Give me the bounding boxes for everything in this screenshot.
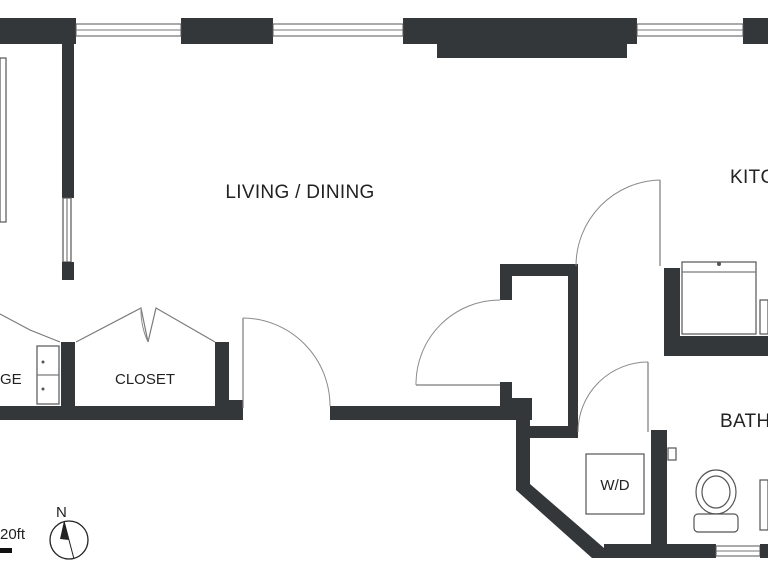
- closet-bifold-door: [75, 307, 216, 343]
- north-label: N: [56, 504, 67, 521]
- storage-shelves: [36, 345, 60, 405]
- wd-door: [577, 361, 649, 433]
- partition-wall-left: [0, 38, 74, 280]
- vanity: [667, 447, 768, 531]
- scale-label: 20ft: [0, 526, 26, 543]
- entry-door: [242, 317, 331, 408]
- window-1: [75, 23, 182, 37]
- core-walls: [330, 264, 716, 558]
- room-label-kitchen: KITC: [730, 167, 768, 188]
- room-label-storage: GE: [0, 371, 22, 388]
- storage-bifold-door: [0, 313, 61, 343]
- north-arrow-icon: N: [49, 504, 89, 560]
- room-label-closet: CLOSET: [115, 371, 175, 388]
- exterior-wall-top: [0, 18, 768, 58]
- room-label-bath: BATH: [720, 411, 768, 432]
- room-label-living-dining: LIVING / DINING: [225, 182, 374, 203]
- washer-dryer-unit: [585, 453, 645, 515]
- kitchen-door: [575, 179, 661, 267]
- room-label-washer-dryer: W/D: [600, 477, 629, 494]
- window-3: [636, 23, 744, 37]
- window-2: [272, 23, 404, 37]
- kitchen-counter: [664, 261, 768, 356]
- closet-storage-walls: [0, 342, 243, 420]
- toilet: [693, 469, 739, 533]
- window-bath: [715, 544, 768, 558]
- scale-bar: 20ft: [0, 526, 26, 553]
- hall-door: [415, 299, 501, 386]
